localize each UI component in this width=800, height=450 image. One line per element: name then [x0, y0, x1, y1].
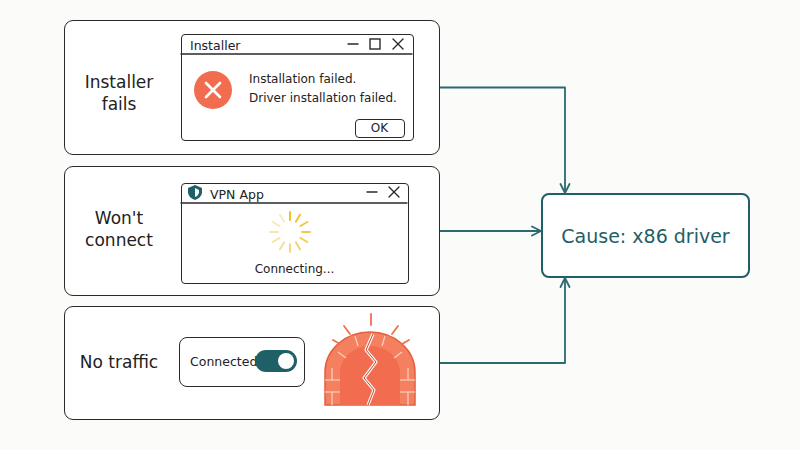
- symptom-box: Installer fails InstallerInstallation fai…: [64, 20, 440, 155]
- symptom-box: Won't connect VPN AppConnecting...: [64, 166, 440, 296]
- symptom-box: No traffic Connected: [64, 306, 440, 420]
- node-label: Cause: x86 driver: [543, 223, 748, 249]
- vpn-window: VPN AppConnecting...: [181, 183, 409, 284]
- node-label: Installer fails: [71, 71, 167, 115]
- node-label: Installer: [190, 37, 340, 55]
- connector-arrow: [440, 88, 565, 194]
- installer-window: InstallerInstallation failed.Driver inst…: [181, 34, 414, 141]
- node-label: Installation failed.: [249, 70, 409, 88]
- node-label: Won't connect: [71, 207, 167, 251]
- connector-arrow: [440, 278, 565, 363]
- node-label: Driver installation failed.: [249, 89, 409, 107]
- node-label: No traffic: [71, 351, 167, 373]
- status-pill: Connected: [179, 337, 305, 387]
- cause-box: Cause: x86 driver: [541, 193, 750, 278]
- node-label: Connecting...: [182, 260, 407, 278]
- node-label: OK: [356, 120, 403, 137]
- connector-arrow: [440, 230, 541, 232]
- node-label: Connected: [190, 353, 260, 371]
- node-label: VPN App: [210, 186, 360, 204]
- ok-button: OK: [355, 119, 405, 138]
